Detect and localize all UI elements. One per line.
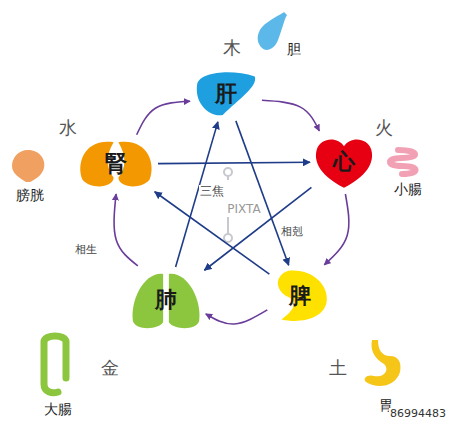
organ-name: 心: [333, 147, 355, 177]
controlling-arrow: [204, 187, 311, 270]
lung-node: 肺: [130, 269, 202, 331]
organ-name: 腎: [105, 149, 127, 179]
element-label: 金: [100, 358, 120, 378]
image-id: 86994483: [389, 408, 447, 420]
generating-arrow: [324, 194, 349, 265]
bladder-icon: [12, 150, 44, 182]
organ-label: 膀胱: [15, 188, 45, 203]
organ-label: 小腸: [393, 182, 423, 197]
controlling-arrow: [158, 162, 310, 163]
watermark: PIXTA: [226, 203, 261, 216]
organ-outline: [316, 140, 372, 188]
generating-arrow: [137, 101, 190, 135]
gallbladder-icon: [258, 12, 287, 50]
organ-name: 脾: [289, 281, 311, 311]
element-label: 水: [58, 118, 78, 138]
kidney-node: 腎: [76, 138, 156, 190]
liver-node: 肝: [194, 69, 258, 119]
organ-outline: [278, 270, 327, 321]
organ-label: 大腸: [43, 402, 73, 417]
large-intestine-icon: [44, 336, 66, 393]
center-label: 三焦: [199, 185, 225, 198]
stomach-icon: [365, 340, 401, 386]
generating-arrow: [262, 100, 319, 131]
organ-name: 肝: [215, 79, 237, 109]
organ-outline: [197, 72, 255, 115]
organ-name: 肺: [155, 285, 177, 315]
element-label: 木: [222, 38, 242, 58]
controlling-arrow: [236, 121, 289, 265]
cycle-label: 相剋: [280, 226, 304, 238]
heart-node: 心: [313, 134, 375, 190]
element-label: 火: [374, 118, 394, 138]
organ-label: 胆: [286, 42, 302, 57]
element-label: 土: [328, 358, 348, 378]
spleen-node: 脾: [271, 268, 329, 324]
cycle-label: 相生: [74, 244, 98, 256]
generating-arrow: [114, 194, 138, 266]
small-intestine-icon: [390, 150, 416, 174]
generating-arrow: [206, 310, 268, 324]
